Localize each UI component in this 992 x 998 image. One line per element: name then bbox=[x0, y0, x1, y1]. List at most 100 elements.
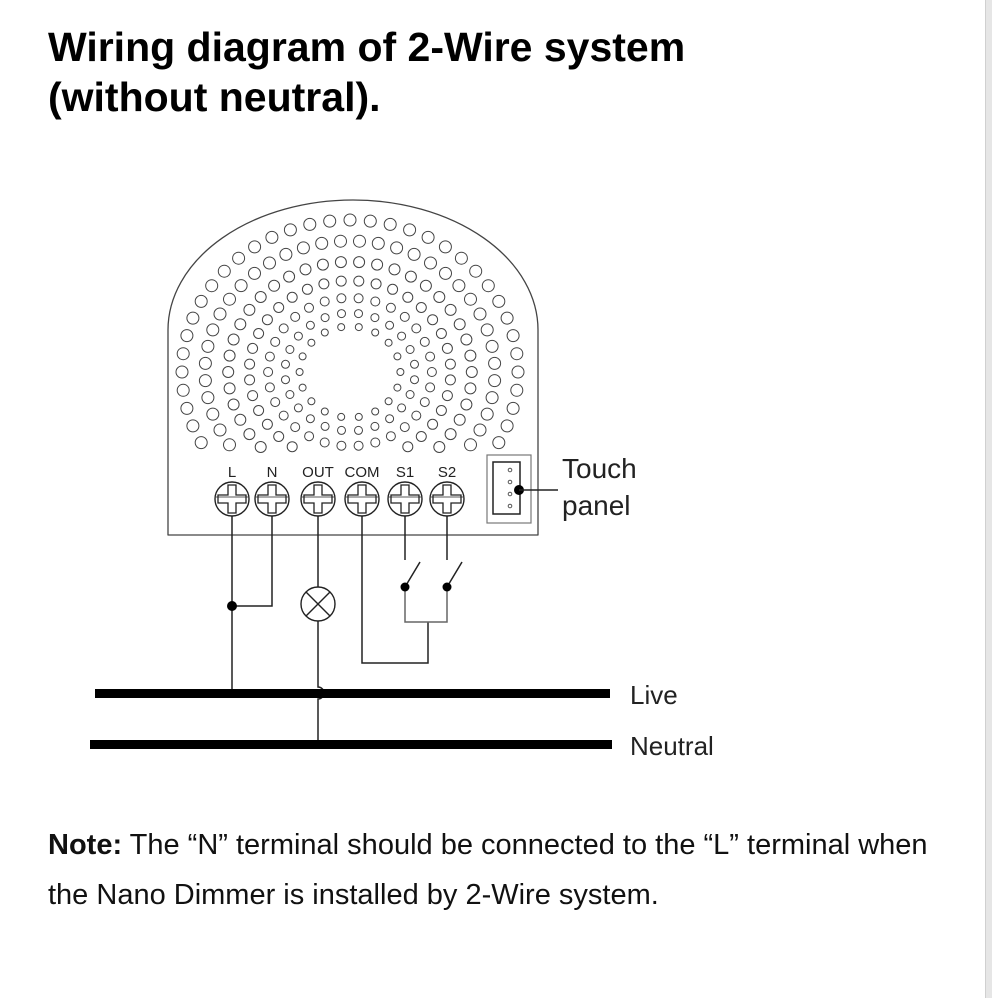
vent-holes bbox=[175, 213, 525, 453]
vent-hole bbox=[263, 256, 276, 270]
vent-hole bbox=[244, 374, 256, 386]
vent-hole bbox=[385, 414, 395, 424]
vent-hole bbox=[176, 347, 190, 361]
vent-hole bbox=[303, 217, 317, 231]
vent-hole bbox=[485, 339, 499, 353]
terminal-n: N bbox=[254, 464, 290, 517]
vent-hole bbox=[419, 336, 430, 347]
terminal-label: L bbox=[228, 464, 236, 481]
vent-hole bbox=[353, 440, 364, 451]
vent-hole bbox=[500, 311, 514, 325]
vent-hole bbox=[248, 240, 262, 254]
neutral-bus bbox=[90, 740, 612, 749]
vent-hole bbox=[201, 339, 215, 353]
vent-hole bbox=[307, 338, 316, 347]
vent-hole bbox=[415, 302, 427, 313]
vent-hole bbox=[354, 309, 363, 319]
vent-hole bbox=[473, 307, 487, 321]
vent-hole bbox=[454, 251, 468, 265]
vent-hole bbox=[399, 422, 410, 433]
vent-hole bbox=[319, 437, 330, 448]
vent-hole bbox=[370, 278, 382, 290]
vent-hole bbox=[323, 214, 337, 228]
vent-hole bbox=[286, 441, 298, 453]
vent-hole bbox=[354, 323, 363, 332]
vent-hole bbox=[402, 441, 414, 453]
vent-hole bbox=[201, 391, 215, 405]
vent-hole bbox=[506, 401, 520, 415]
touch-panel-label: Touch bbox=[562, 453, 637, 484]
vent-hole bbox=[305, 414, 315, 424]
vent-hole bbox=[405, 390, 415, 399]
vent-hole bbox=[460, 398, 473, 411]
vent-hole bbox=[223, 382, 236, 395]
vent-hole bbox=[198, 356, 212, 370]
vent-hole bbox=[298, 352, 307, 361]
vent-hole bbox=[370, 421, 380, 431]
vent-hole bbox=[354, 412, 363, 421]
vent-hole bbox=[232, 251, 246, 265]
vent-hole bbox=[296, 241, 310, 255]
vent-hole bbox=[278, 323, 289, 334]
vent-hole bbox=[223, 438, 236, 452]
vent-hole bbox=[290, 422, 301, 433]
vent-hole bbox=[444, 374, 456, 386]
vent-hole bbox=[253, 405, 265, 416]
terminal-label: COM bbox=[345, 464, 380, 481]
vent-hole bbox=[363, 214, 377, 228]
vent-hole bbox=[301, 283, 313, 295]
vent-hole bbox=[411, 410, 422, 421]
vent-hole bbox=[405, 345, 415, 354]
note-paragraph: Note: The “N” terminal should be connect… bbox=[48, 820, 928, 920]
terminal-label: S2 bbox=[438, 464, 456, 481]
vent-hole bbox=[353, 256, 366, 269]
vent-hole bbox=[444, 358, 456, 370]
vent-hole bbox=[319, 296, 330, 307]
vent-hole bbox=[304, 431, 315, 442]
vent-hole bbox=[295, 368, 304, 376]
vent-hole bbox=[393, 352, 402, 361]
title-line-2: (without neutral). bbox=[48, 74, 381, 120]
vent-hole bbox=[427, 314, 439, 326]
vent-hole bbox=[265, 230, 279, 244]
vent-hole bbox=[488, 356, 502, 370]
vent-hole bbox=[336, 440, 347, 451]
vent-hole bbox=[320, 328, 329, 337]
vent-hole bbox=[175, 365, 189, 379]
vent-hole bbox=[464, 292, 477, 306]
vent-hole bbox=[304, 302, 314, 313]
vent-hole bbox=[415, 431, 427, 442]
terminal-out: OUT bbox=[300, 464, 336, 517]
vent-hole bbox=[234, 279, 248, 293]
vent-hole bbox=[320, 313, 330, 323]
vent-hole bbox=[480, 323, 494, 337]
vent-hole bbox=[205, 279, 219, 293]
vent-hole bbox=[281, 359, 290, 369]
page-title: Wiring diagram of 2-Wire system(without … bbox=[48, 22, 948, 122]
vent-hole bbox=[433, 441, 446, 453]
vent-hole bbox=[384, 397, 393, 406]
vent-hole bbox=[510, 347, 524, 361]
vent-hole bbox=[441, 342, 453, 354]
vent-hole bbox=[385, 431, 396, 442]
vent-hole bbox=[425, 351, 436, 362]
vent-hole bbox=[371, 258, 384, 271]
vent-hole bbox=[424, 256, 437, 270]
switch-s2-contact bbox=[442, 582, 452, 592]
vent-hole bbox=[492, 436, 506, 450]
vent-hole bbox=[407, 247, 421, 261]
vent-hole bbox=[227, 398, 240, 411]
vent-hole bbox=[222, 366, 235, 378]
touch-panel-label-2: panel bbox=[562, 490, 631, 521]
vent-hole bbox=[353, 293, 364, 304]
switch-s1-contact bbox=[400, 582, 410, 592]
vent-hole bbox=[481, 279, 495, 293]
vent-hole bbox=[370, 296, 381, 307]
vent-hole bbox=[227, 333, 240, 346]
vent-hole bbox=[511, 365, 525, 379]
vent-hole bbox=[293, 403, 303, 413]
vent-hole bbox=[336, 293, 347, 304]
vent-hole bbox=[270, 336, 281, 347]
vent-hole bbox=[299, 263, 312, 276]
terminal-label: S1 bbox=[396, 464, 414, 481]
